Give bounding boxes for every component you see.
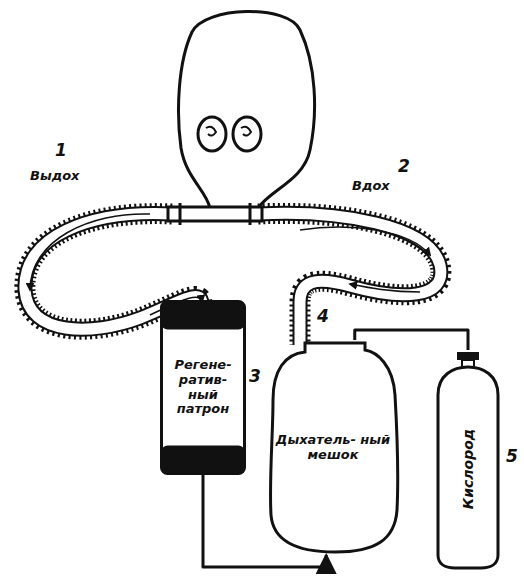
node-text: Регене- ратив- ный патрон — [164, 358, 242, 418]
node-text: Дыхатель- ный мешок — [275, 433, 391, 463]
callout-number: 3 — [249, 366, 261, 386]
node-text: Кислород — [460, 429, 476, 509]
eye-glass — [233, 117, 261, 151]
callout-number: 4 — [317, 306, 329, 326]
hose-label: Вдох — [352, 178, 390, 193]
valve-junction — [168, 207, 262, 221]
eye-glass — [198, 117, 226, 151]
callout-number: 1 — [55, 140, 67, 160]
regenerative-cartridge: Регене- ратив- ный патрон — [160, 300, 246, 475]
pipe-connector — [355, 330, 468, 350]
oxygen-cylinder: Кислород — [435, 350, 501, 570]
callout-number: 2 — [398, 156, 410, 176]
valve-mark — [180, 203, 250, 225]
inhale-hose — [258, 213, 441, 345]
mask-outline — [179, 11, 315, 208]
hose-label: Выдох — [30, 168, 79, 183]
callout-number: 5 — [506, 446, 518, 466]
breathing-bag: Дыхатель- ный мешок — [265, 340, 401, 555]
eye-mark — [206, 127, 251, 136]
